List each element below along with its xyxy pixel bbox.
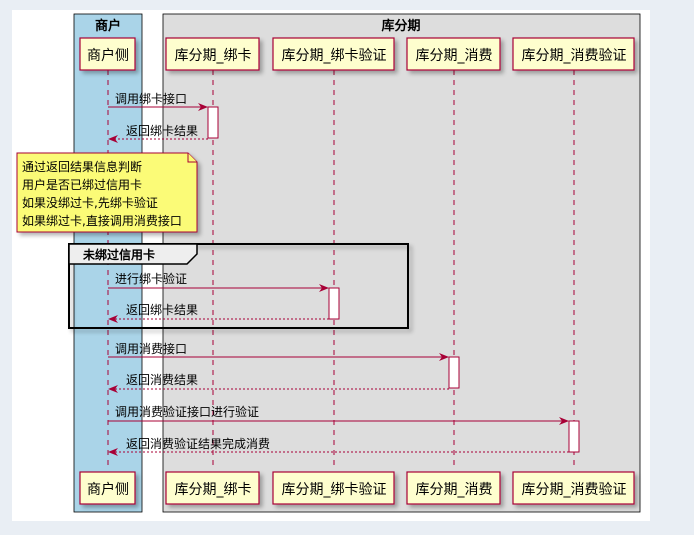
activation-bind-verify: [328, 287, 340, 320]
participant-merchant-side-bottom-label: 商户侧: [87, 481, 129, 498]
message-3-label: 进行绑卡验证: [115, 271, 187, 286]
note: 通过返回结果信息判断 用户是否已绑过信用卡 如果没绑过卡,先绑卡验证 如果绑过卡…: [16, 152, 198, 233]
participant-bind-card-top[interactable]: [165, 37, 260, 71]
participant-bind-card-bottom[interactable]: [165, 471, 260, 505]
note-line-4: 如果绑过卡,直接调用消费接口: [22, 213, 182, 228]
note-line-3: 如果没绑过卡,先绑卡验证: [22, 195, 158, 210]
participant-consume-bottom[interactable]: [406, 471, 501, 505]
group-frame-border: [68, 243, 409, 329]
message-5-label: 调用消费接口: [115, 341, 187, 356]
message-4-label: 返回绑卡结果: [126, 303, 198, 317]
participants-top: 商户侧 库分期_绑卡 库分期_绑卡验证 库分期_消费 库分期_消费验证: [79, 37, 635, 71]
message-1-label: 调用绑卡接口: [115, 91, 187, 106]
activation-bind-card: [207, 106, 219, 139]
participant-merchant-side-top[interactable]: [79, 37, 136, 71]
note-shape: [16, 152, 198, 233]
participant-consume-top[interactable]: [406, 37, 501, 71]
group-label: 未绑过信用卡: [82, 247, 155, 262]
participant-consume-verify-bottom-label: 库分期_消费验证: [522, 482, 627, 498]
note-line-1: 通过返回结果信息判断: [22, 159, 142, 174]
group-label-tab: [68, 243, 198, 265]
message-6-label: 返回消费结果: [126, 373, 198, 387]
box-merchant-title: 商户: [95, 18, 121, 34]
box-vendor-title: 库分期: [381, 18, 420, 34]
participant-bind-verify-top[interactable]: [272, 37, 395, 71]
activation-bars: [207, 106, 580, 453]
note-line-2: 用户是否已绑过信用卡: [22, 177, 142, 192]
participant-bind-verify-bottom-label: 库分期_绑卡验证: [282, 482, 387, 498]
message-8-label: 返回消费验证结果完成消费: [126, 436, 270, 451]
participant-merchant-side-label: 商户侧: [87, 47, 129, 64]
participant-bind-card-bottom-label: 库分期_绑卡: [175, 482, 252, 498]
lifelines: [107, 70, 575, 470]
participant-bind-card-label: 库分期_绑卡: [175, 48, 252, 64]
message-7-label: 调用消费验证接口进行验证: [115, 404, 259, 419]
messages: 调用绑卡接口 返回绑卡结果 进行绑卡验证 返回绑卡结果 调用消费接口 返回消费结…: [108, 91, 569, 456]
participant-consume-verify-top[interactable]: [512, 37, 635, 71]
participant-bind-verify-label: 库分期_绑卡验证: [282, 48, 387, 64]
box-vendor: [162, 13, 641, 513]
participants-bottom: 商户侧 库分期_绑卡 库分期_绑卡验证 库分期_消费 库分期_消费验证: [79, 471, 635, 505]
participant-consume-bottom-label: 库分期_消费: [416, 482, 493, 498]
participant-consume-verify-bottom[interactable]: [512, 471, 635, 505]
activation-consume-verify: [568, 420, 580, 453]
participant-bind-verify-bottom[interactable]: [272, 471, 395, 505]
participant-consume-label: 库分期_消费: [416, 48, 493, 64]
participant-merchant-side-bottom[interactable]: [79, 471, 136, 505]
participant-consume-verify-label: 库分期_消费验证: [522, 48, 627, 64]
group-frame: 未绑过信用卡: [68, 243, 409, 329]
activation-consume: [448, 356, 460, 389]
message-2-label: 返回绑卡结果: [126, 124, 198, 138]
note-fold: [187, 153, 197, 163]
